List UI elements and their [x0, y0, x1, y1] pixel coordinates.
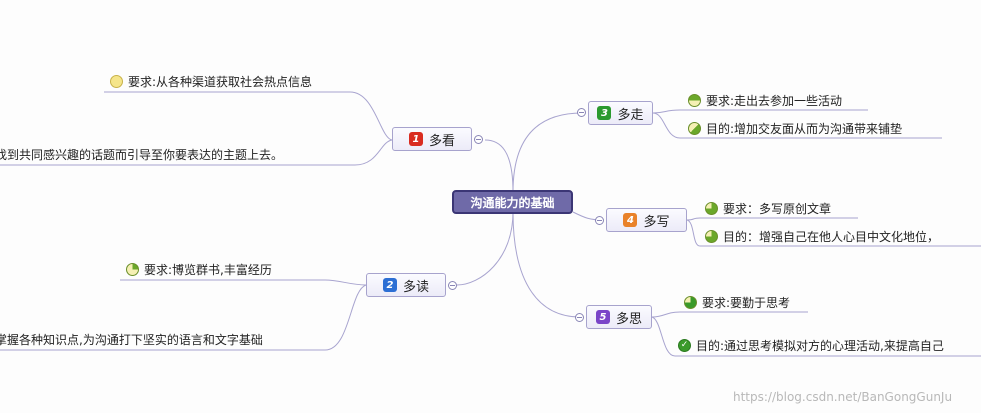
central-topic[interactable]: 沟通能力的基础	[452, 190, 573, 214]
branch-duozou-label: 多走	[617, 107, 644, 123]
progress-three-quarter-icon	[705, 229, 718, 243]
central-topic-label: 沟通能力的基础	[470, 195, 555, 210]
priority-3-icon: 3	[597, 106, 612, 120]
leaf-duokan-purpose[interactable]: 找到共同感兴趣的话题而引导至你要表达的主题上去。	[0, 145, 283, 163]
progress-empty-icon	[110, 74, 123, 88]
branch-duodu-label: 多读	[402, 279, 429, 295]
leaf-duoxie-purpose[interactable]: 目的：增强自己在他人心目中文化地位，	[705, 227, 939, 245]
branch-duoxie-label: 多写	[643, 214, 670, 230]
leaf-text: 目的:增加交友面从而为沟通带来铺垫	[706, 121, 903, 136]
leaf-duoxie-requirement[interactable]: 要求：多写原创文章	[705, 199, 831, 217]
leaf-duozou-requirement[interactable]: 要求:走出去参加一些活动	[688, 91, 842, 109]
branch-duozou[interactable]: 3 多走	[588, 101, 653, 125]
collapse-duokan-icon[interactable]	[474, 135, 483, 144]
branch-duosi-label: 多思	[615, 311, 642, 327]
branch-duodu[interactable]: 2 多读	[366, 273, 446, 297]
progress-half-icon	[688, 121, 701, 135]
collapse-duosi-icon[interactable]	[575, 313, 584, 322]
leaf-duozou-purpose[interactable]: 目的:增加交友面从而为沟通带来铺垫	[688, 119, 902, 137]
progress-three-quarter-icon	[705, 201, 718, 215]
priority-2-icon: 2	[382, 278, 397, 292]
collapse-duoxie-icon[interactable]	[595, 216, 604, 225]
branch-duosi[interactable]: 5 多思	[586, 305, 652, 329]
leaf-text: 目的：增强自己在他人心目中文化地位，	[723, 229, 940, 244]
leaf-text: 要求:要勤于思考	[702, 295, 791, 310]
leaf-text: 找到共同感兴趣的话题而引导至你要表达的主题上去。	[0, 147, 284, 162]
branch-duokan[interactable]: 1 多看	[392, 127, 472, 151]
leaf-text: 要求:博览群书,丰富经历	[144, 262, 272, 277]
branch-duokan-label: 多看	[428, 133, 455, 149]
leaf-text: 要求:从各种渠道获取社会热点信息	[128, 74, 313, 89]
collapse-duozou-icon[interactable]	[577, 108, 586, 117]
leaf-duosi-purpose[interactable]: ✓ 目的:通过思考模拟对方的心理活动,来提高自己	[678, 336, 944, 354]
leaf-duodu-requirement[interactable]: 要求:博览群书,丰富经历	[126, 260, 272, 278]
leaf-duokan-requirement[interactable]: 要求:从各种渠道获取社会热点信息	[110, 72, 312, 90]
leaf-duodu-purpose[interactable]: 掌握各种知识点,为沟通打下坚实的语言和文字基础	[0, 330, 263, 348]
leaf-duosi-requirement[interactable]: 要求:要勤于思考	[684, 293, 790, 311]
watermark: https://blog.csdn.net/BanGongGunJu	[733, 390, 953, 404]
priority-4-icon: 4	[623, 213, 638, 227]
progress-quarter-icon	[126, 262, 139, 276]
collapse-duodu-icon[interactable]	[448, 281, 457, 290]
leaf-text: 掌握各种知识点,为沟通打下坚实的语言和文字基础	[0, 332, 263, 347]
check-complete-icon: ✓	[678, 338, 691, 352]
leaf-text: 要求:走出去参加一些活动	[706, 93, 843, 108]
progress-half-icon	[688, 93, 701, 107]
leaf-text: 目的:通过思考模拟对方的心理活动,来提高自己	[696, 338, 944, 353]
branch-duoxie[interactable]: 4 多写	[606, 208, 687, 232]
leaf-text: 要求：多写原创文章	[723, 201, 832, 216]
priority-1-icon: 1	[408, 132, 423, 146]
progress-three-quarter-icon	[684, 295, 697, 309]
priority-5-icon: 5	[595, 310, 610, 324]
